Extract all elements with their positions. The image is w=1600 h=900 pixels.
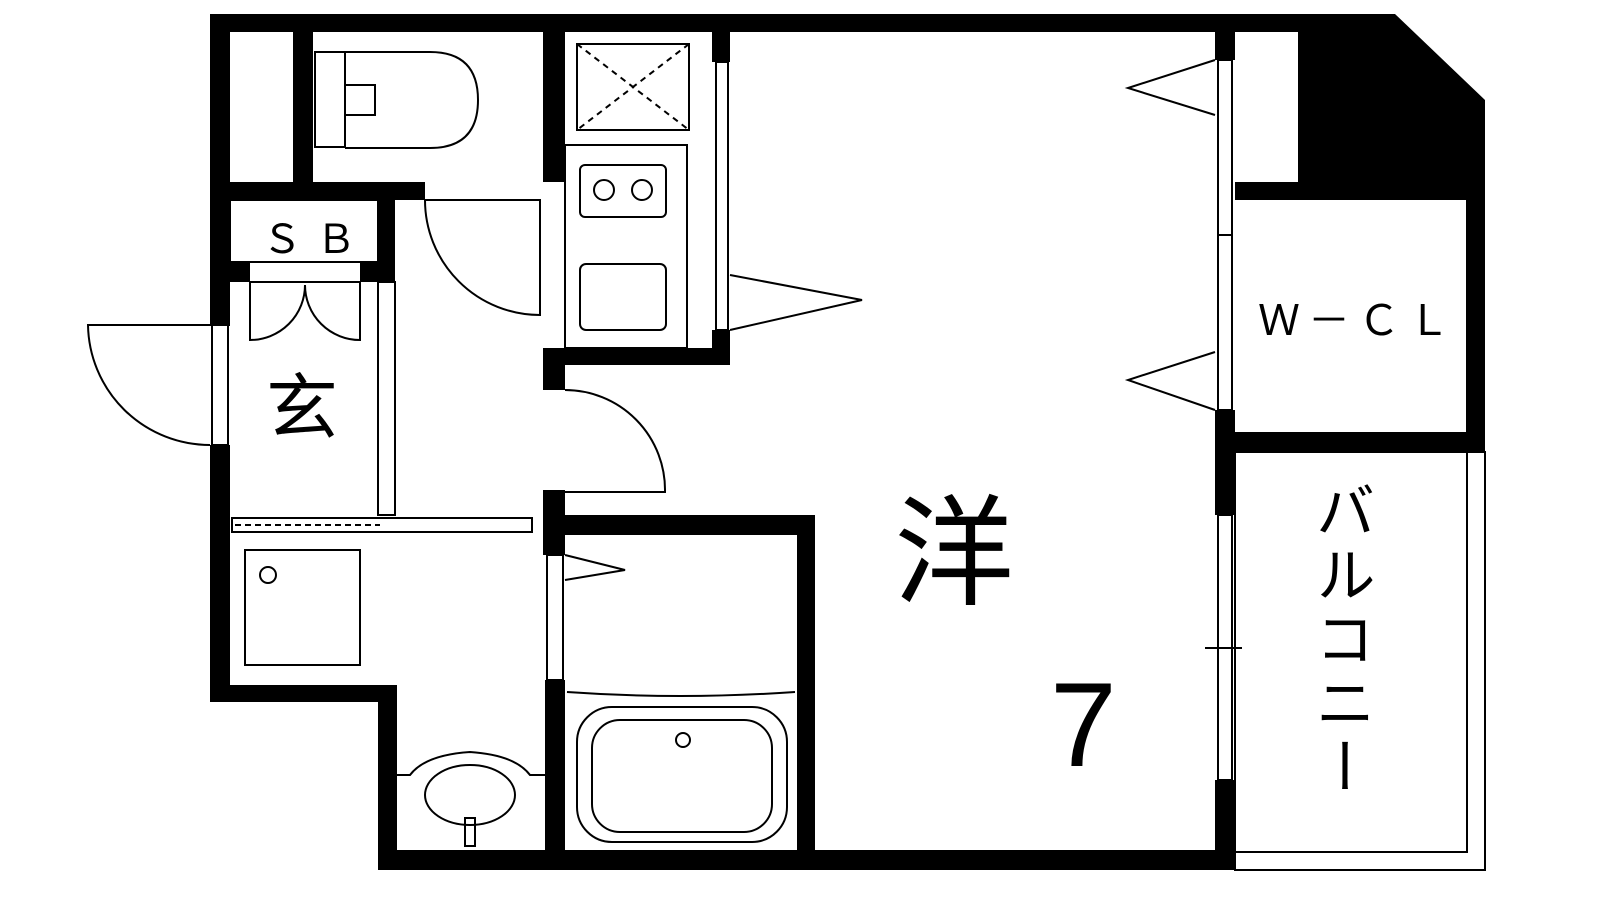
storage-box-label: ＳＢ	[262, 217, 370, 263]
walk-in-closet-label: Ｗ－ＣＬ	[1258, 296, 1459, 345]
entrance-label: 玄	[266, 366, 339, 450]
walls	[210, 14, 1485, 870]
balcony-label: バルコニー	[1305, 480, 1375, 800]
western-room-label: 洋	[894, 485, 1014, 624]
fixtures	[86, 43, 1486, 871]
room-size-label: 7	[1050, 658, 1117, 792]
